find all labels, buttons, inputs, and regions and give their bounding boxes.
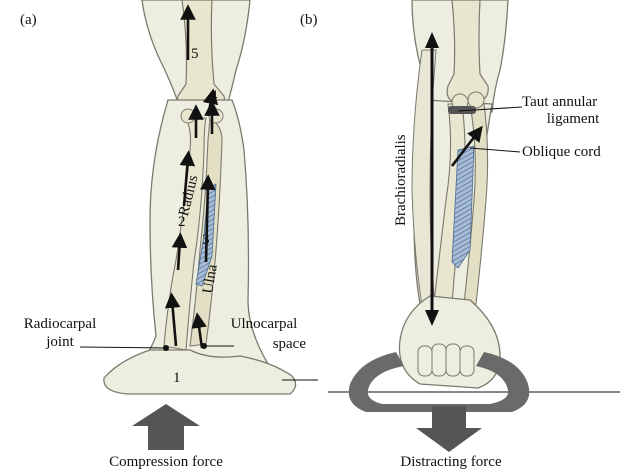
annular-ligament-label: Taut annular ligament	[522, 94, 632, 127]
radiocarpal-joint-label: Radiocarpal joint	[10, 316, 110, 350]
distracting-force-arrow	[416, 406, 482, 452]
ulnocarpal-line1: Ulnocarpal	[216, 316, 312, 332]
radiocarpal-line1: Radiocarpal	[10, 316, 110, 332]
annular-line2: ligament	[514, 111, 632, 127]
panel-a-tag: (a)	[20, 12, 37, 28]
radiocarpal-line2: joint	[10, 334, 110, 350]
compression-force-label: Compression force	[66, 454, 266, 470]
ulnocarpal-space-label: Ulnocarpal space	[216, 316, 312, 352]
oblique-cord-label: Oblique cord	[522, 144, 601, 160]
annular-line1: Taut annular	[522, 94, 632, 110]
number-label-1: 1	[173, 370, 181, 386]
panel-b-illustration	[328, 0, 620, 452]
number-label-4: 4	[210, 88, 218, 104]
panel-a-illustration	[80, 0, 318, 450]
number-label-3: 3	[202, 232, 210, 248]
distracting-force-label: Distracting force	[356, 454, 546, 470]
hand-a	[104, 350, 296, 394]
ulnocarpal-line2: space	[216, 336, 312, 352]
compression-force-arrow	[132, 404, 200, 450]
number-label-2: 2	[178, 214, 186, 230]
panel-b-tag: (b)	[300, 12, 318, 28]
number-label-5: 5	[191, 46, 199, 62]
brachioradialis-label: Brachioradialis	[393, 134, 410, 226]
